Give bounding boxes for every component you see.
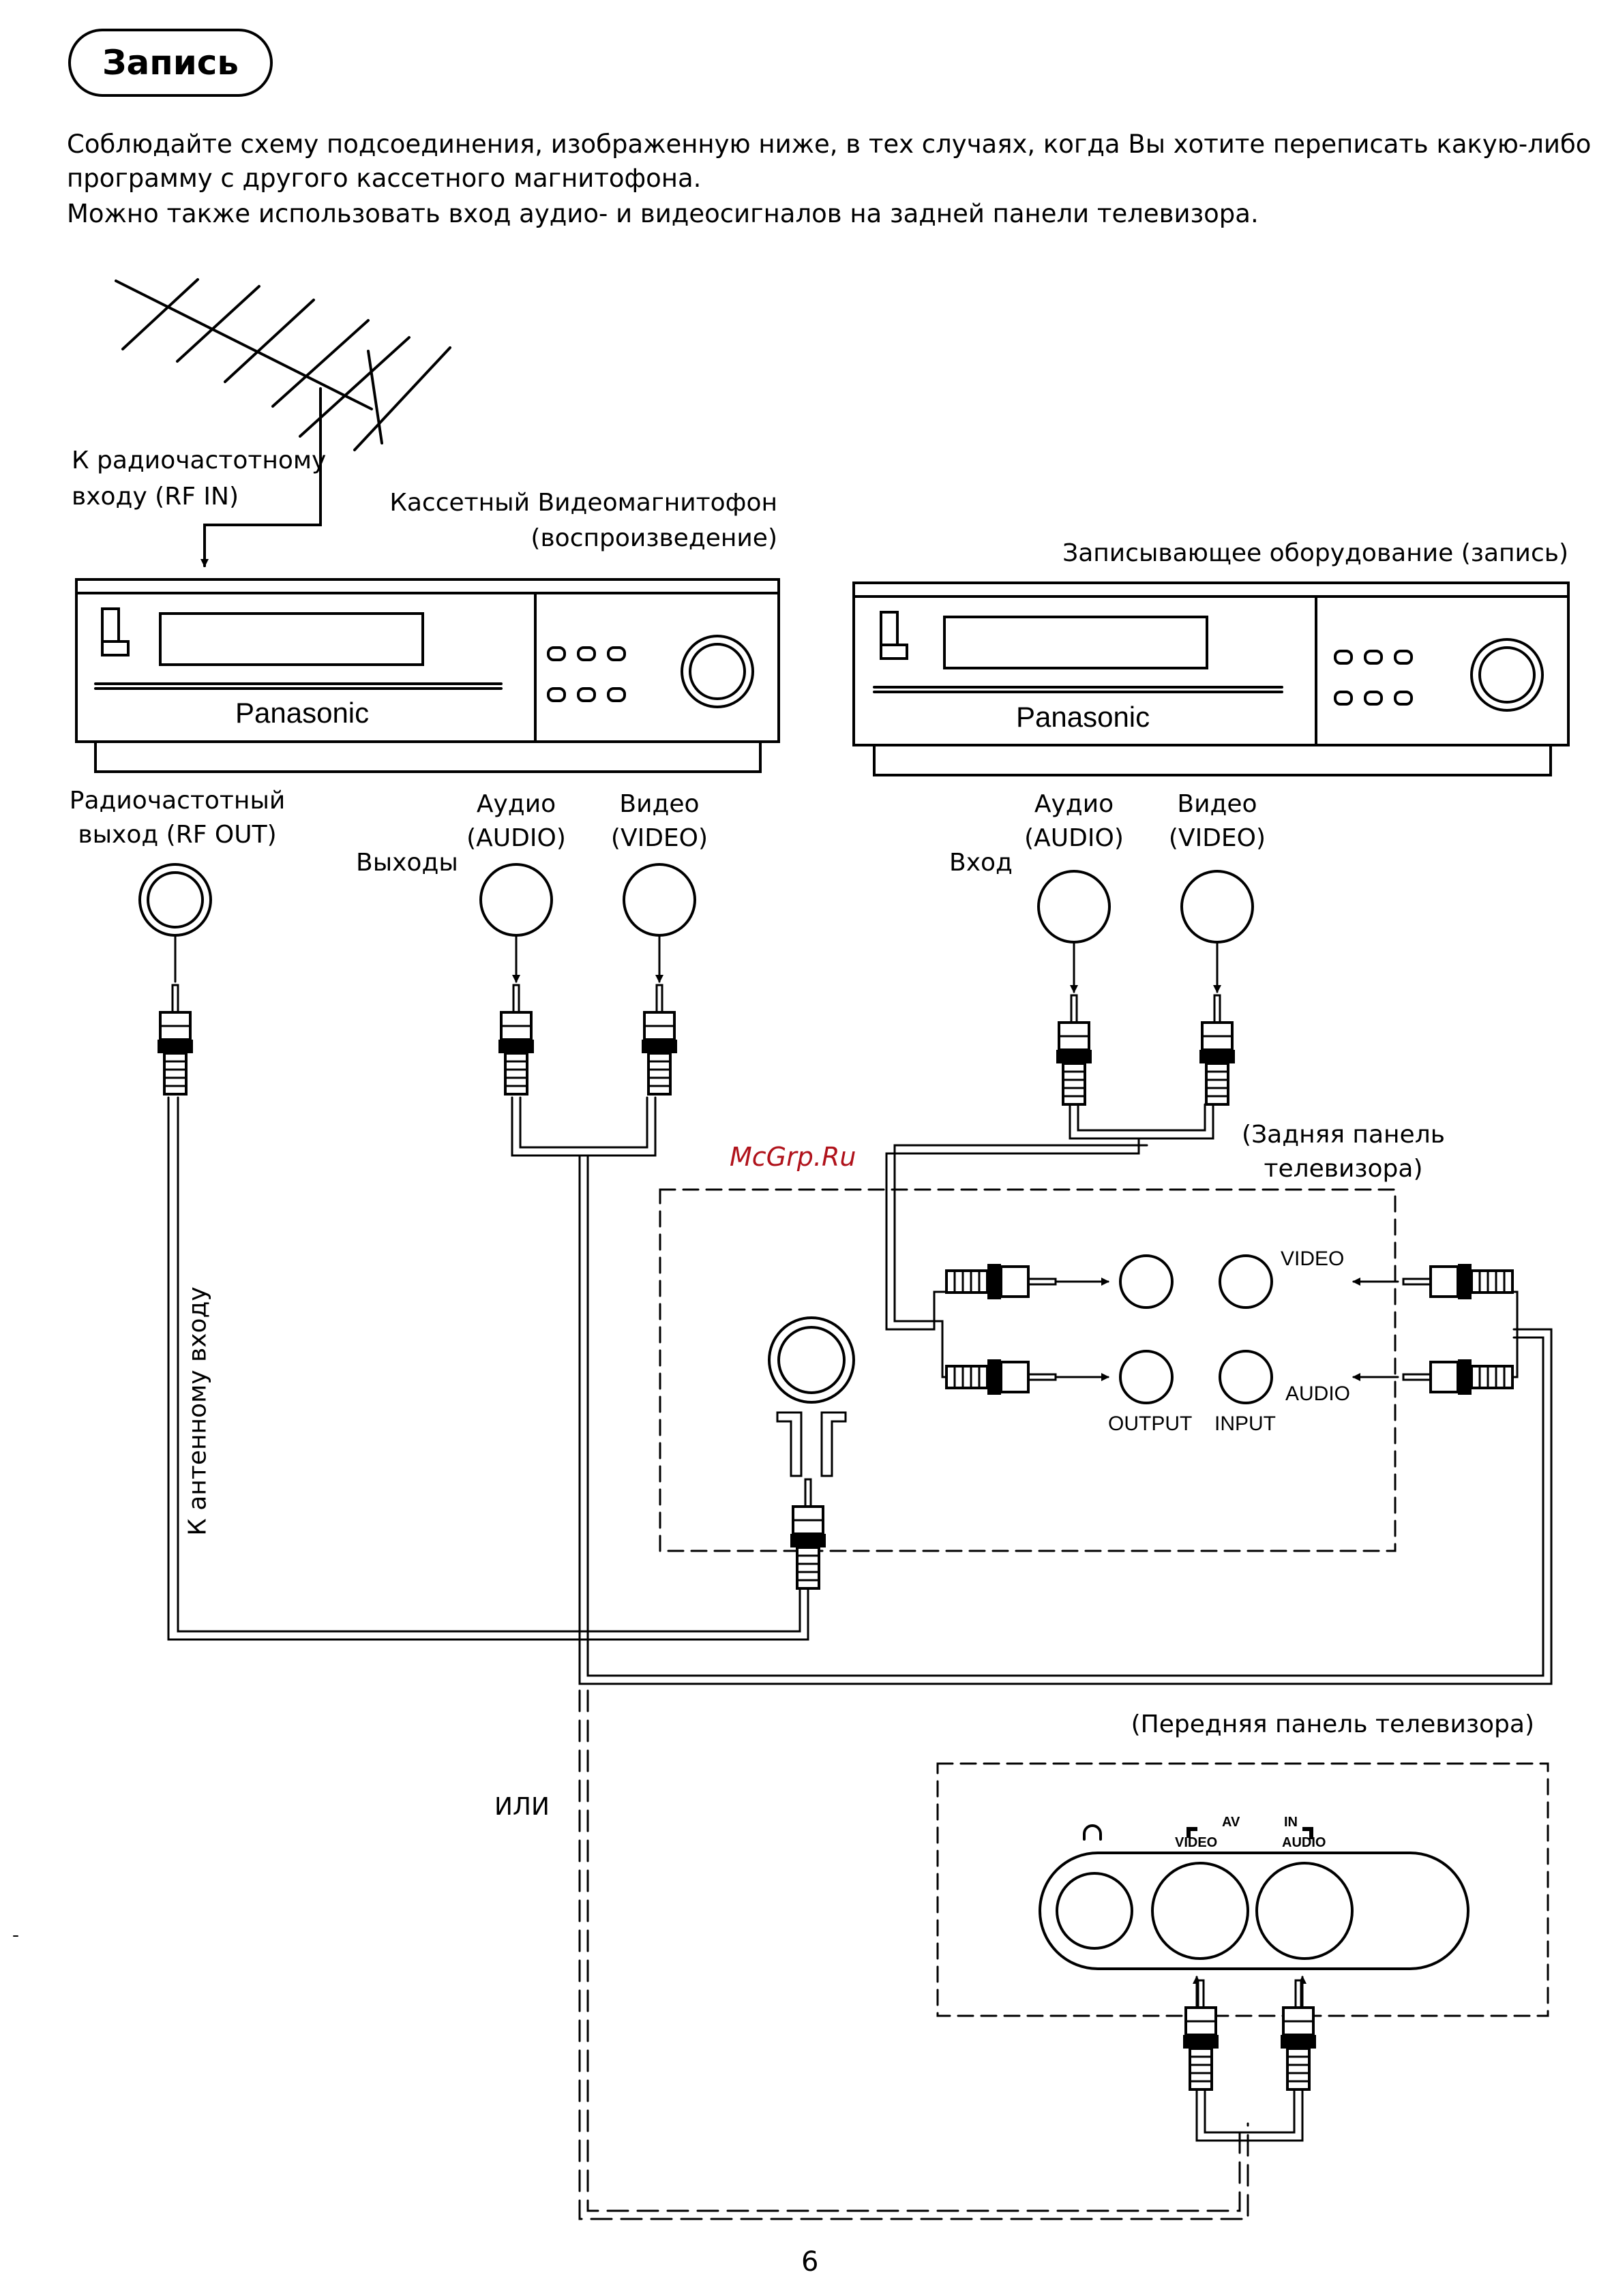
antenna-input-label: К антенному входу [183, 1286, 212, 1536]
brand-logo-1: Panasonic [235, 697, 370, 729]
audio-label-1b: (AUDIO) [466, 824, 566, 852]
rca-plug-icon [497, 984, 535, 1096]
outputs-label: Выходы [356, 849, 458, 877]
video-label-1a: Видео [619, 790, 700, 818]
front-audio-label: AUDIO [1282, 1835, 1326, 1850]
video-label-1b: (VIDEO) [610, 824, 708, 852]
rca-plug-icon [1402, 1263, 1514, 1301]
front-video-label: VIDEO [1175, 1835, 1218, 1850]
rear-video-label: VIDEO [1281, 1248, 1345, 1270]
rca-plug-icon [1182, 1979, 1220, 2091]
rca-plug-icon [789, 1478, 827, 1590]
front-in-label: IN [1284, 1815, 1298, 1830]
audio-label-2a: Аудио [1034, 790, 1114, 818]
video-label-2b: (VIDEO) [1168, 824, 1266, 852]
rca-plug-icon [640, 984, 678, 1096]
section-title: Запись [102, 43, 239, 82]
vcr-playback-label-2: (воспроизведение) [531, 524, 777, 552]
vcr-recorder-label: Записывающее оборудование (запись) [1062, 539, 1568, 567]
tv-rear-label-1: (Задняя панель [1242, 1121, 1445, 1149]
rear-input-label: INPUT [1214, 1413, 1276, 1435]
intro-line-3: Можно также использовать вход аудио- и в… [67, 199, 1259, 228]
watermark: McGrp.Ru [730, 1142, 856, 1172]
rf-in-label-2: входу (RF IN) [72, 483, 239, 511]
rear-audio-label: AUDIO [1285, 1383, 1351, 1405]
rca-plug-icon [156, 984, 194, 1096]
audio-label-1a: Аудио [476, 790, 556, 818]
rf-out-label-1: Радиочастотный [69, 787, 286, 815]
input-label: Вход [949, 849, 1013, 877]
audio-label-2b: (AUDIO) [1024, 824, 1124, 852]
video-label-2a: Видео [1177, 790, 1257, 818]
front-av-label: AV [1222, 1815, 1240, 1830]
rca-plug-icon [1198, 994, 1236, 1106]
vcr-playback [75, 578, 780, 773]
or-label: ИЛИ [494, 1793, 550, 1821]
rca-plug-icon [1279, 1979, 1317, 2091]
rca-plug-icon [945, 1263, 1057, 1301]
intro-line-1: Соблюдайте схему подсоединения, изображе… [67, 130, 1592, 159]
rca-plug-icon [1055, 994, 1093, 1106]
rf-out-label-2: выход (RF OUT) [78, 821, 277, 849]
tv-front-label: (Передняя панель телевизора) [1131, 1710, 1534, 1738]
vcr-recorder [852, 581, 1570, 776]
rear-output-label: OUTPUT [1108, 1413, 1193, 1435]
intro-line-2: программу с другого кассетного магнитофо… [67, 164, 702, 193]
rca-plug-icon [945, 1358, 1057, 1396]
rca-plug-icon [1402, 1358, 1514, 1396]
brand-logo-2: Panasonic [1016, 701, 1150, 733]
section-title-box: Запись [68, 29, 273, 97]
vcr-playback-label-1: Кассетный Видеомагнитофон [389, 489, 777, 517]
tv-rear-label-2: телевизора) [1264, 1155, 1423, 1183]
rf-in-label-1: К радиочастотному [72, 447, 327, 474]
page-number: 6 [801, 2246, 819, 2278]
